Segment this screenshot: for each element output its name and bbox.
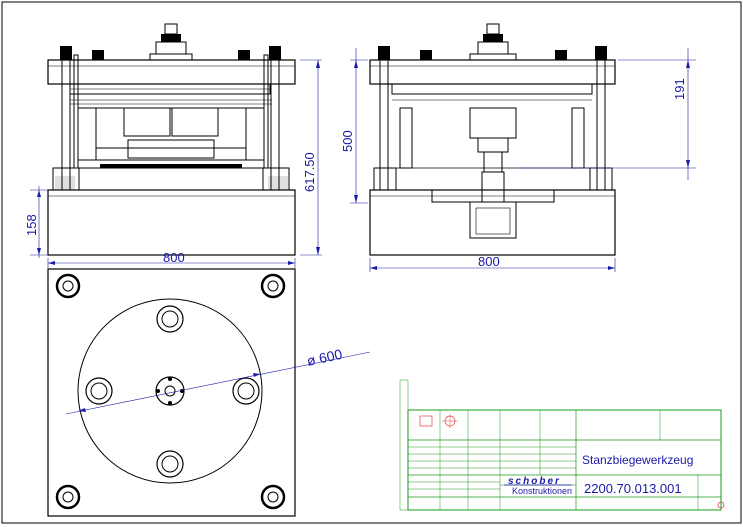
dim-front-width: 800 bbox=[163, 250, 185, 265]
projection-symbol bbox=[419, 415, 433, 427]
company-subtitle: Konstruktionen bbox=[512, 486, 572, 496]
dim-side-top: 191 bbox=[672, 78, 687, 100]
side-dimensions: 500 191 800 bbox=[340, 48, 696, 272]
dim-diameter: ø 600 bbox=[305, 346, 344, 369]
dim-side-width: 800 bbox=[478, 254, 500, 269]
top-view: ø 600 bbox=[47, 268, 371, 517]
dim-front-height: 617.50 bbox=[302, 152, 317, 192]
title-block: schober Konstruktionen Stanzbiegewerkzeu… bbox=[399, 379, 725, 511]
company-logo: schober bbox=[508, 476, 561, 487]
front-dimensions: 617.50 158 800 bbox=[24, 59, 322, 268]
side-view bbox=[369, 23, 616, 256]
drawing-number: 2200.70.013.001 bbox=[584, 481, 682, 496]
dim-front-base-height: 158 bbox=[24, 214, 39, 236]
front-view bbox=[47, 23, 296, 256]
drawing-title: Stanzbiegewerkzeug bbox=[582, 453, 693, 467]
dim-side-height: 500 bbox=[340, 130, 355, 152]
